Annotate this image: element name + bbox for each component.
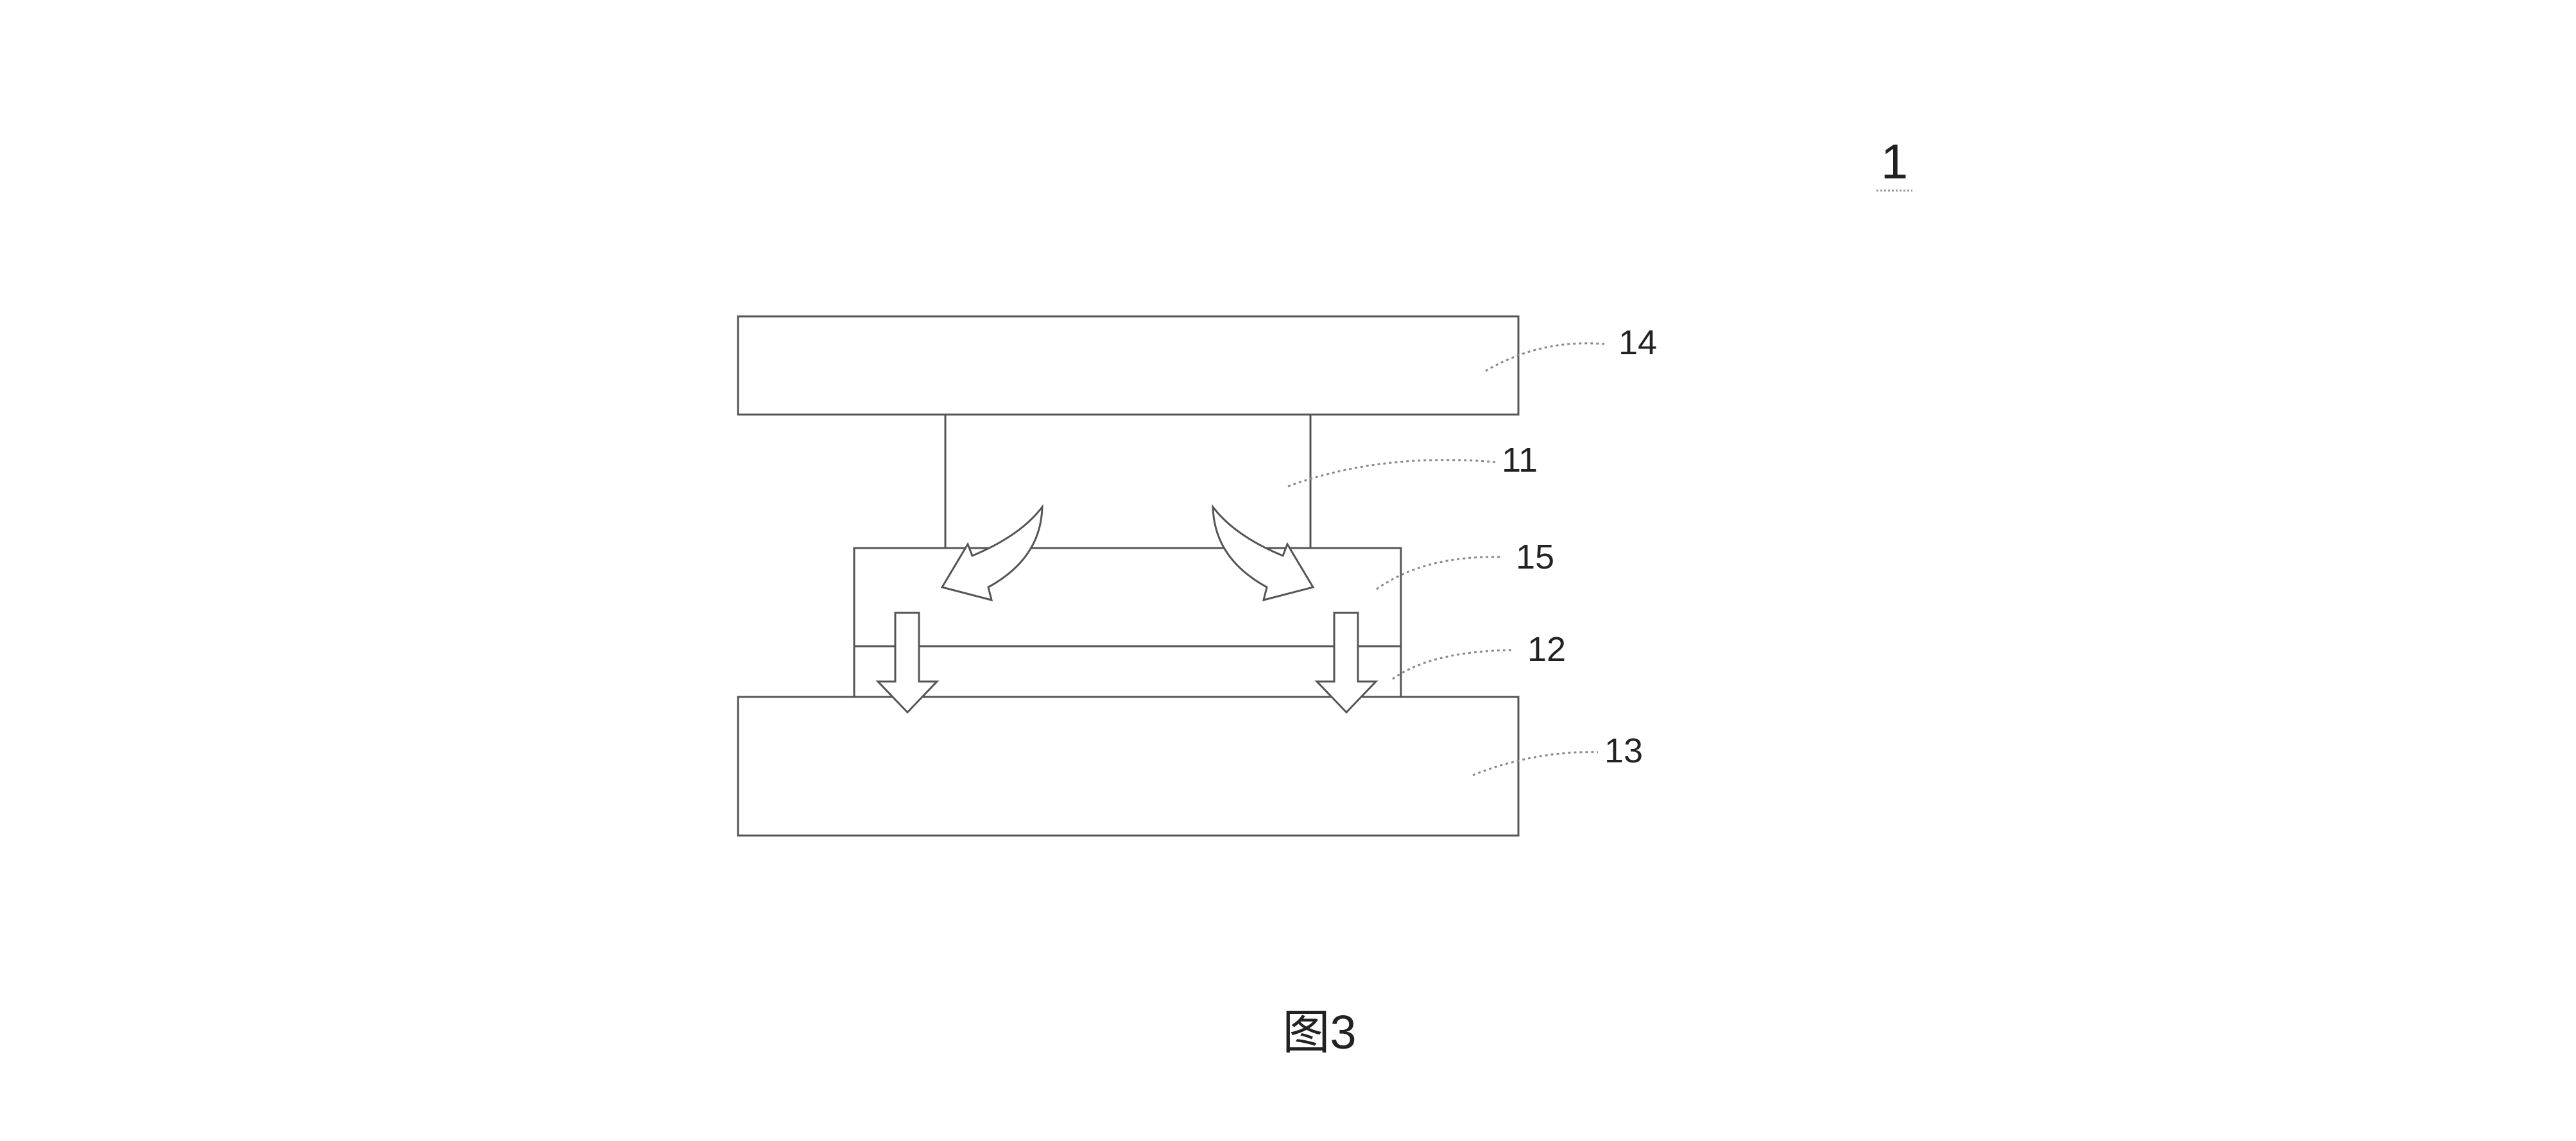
down-arrow-right xyxy=(1314,612,1378,714)
leader-11 xyxy=(1287,459,1496,488)
label-12: 12 xyxy=(1527,630,1566,669)
upper-layer xyxy=(853,547,1402,648)
leader-14 xyxy=(1485,342,1605,372)
curved-arrow-right xyxy=(1212,504,1315,602)
down-arrow-left xyxy=(875,612,940,714)
label-13: 13 xyxy=(1604,732,1643,770)
label-14: 14 xyxy=(1619,323,1657,362)
figure-caption: 图3 xyxy=(1282,1006,1356,1059)
assembly-label: 1 xyxy=(1881,135,1908,189)
top-plate xyxy=(737,315,1520,416)
leader-15 xyxy=(1376,556,1502,590)
leader-13 xyxy=(1472,751,1599,776)
curved-arrow-left xyxy=(940,504,1043,602)
lower-layer xyxy=(853,645,1402,698)
label-11: 11 xyxy=(1502,441,1538,479)
leader-12 xyxy=(1392,649,1512,680)
label-15: 15 xyxy=(1516,538,1554,576)
base-plate xyxy=(737,696,1520,837)
